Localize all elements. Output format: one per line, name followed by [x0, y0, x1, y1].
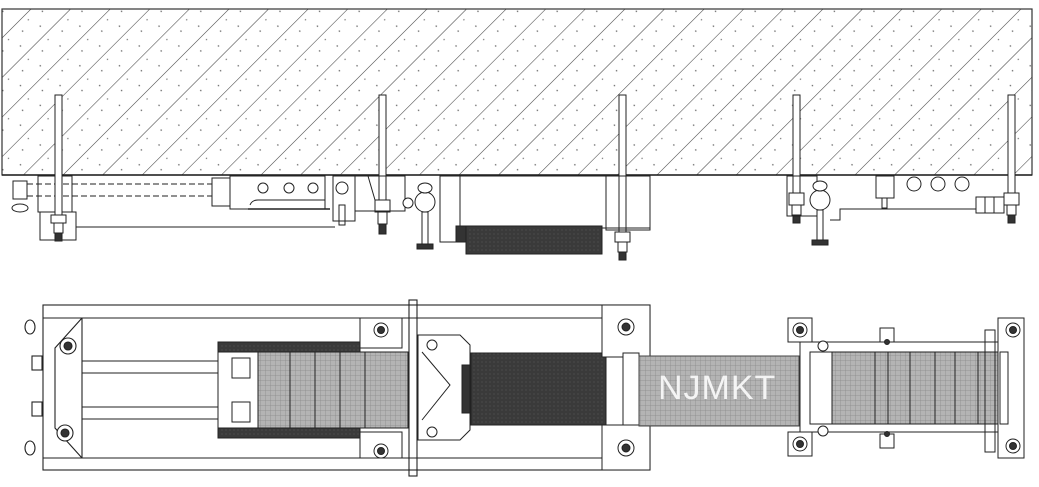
- left-seal-block: [217, 317, 409, 459]
- expansion-mesh-strip: [638, 355, 800, 427]
- plan-view: [24, 299, 1025, 477]
- watermark-text: NJMKT: [658, 369, 777, 407]
- side-elevation-view: [1, 8, 1033, 261]
- center-clamp: [417, 334, 607, 441]
- right-module: [787, 317, 1025, 459]
- anchor-bolts: [50, 94, 1020, 261]
- concrete-slab: [1, 8, 1033, 176]
- right-assembly: [786, 175, 1005, 246]
- left-frame-end-plate: [601, 304, 651, 471]
- middle-assembly: [332, 175, 651, 255]
